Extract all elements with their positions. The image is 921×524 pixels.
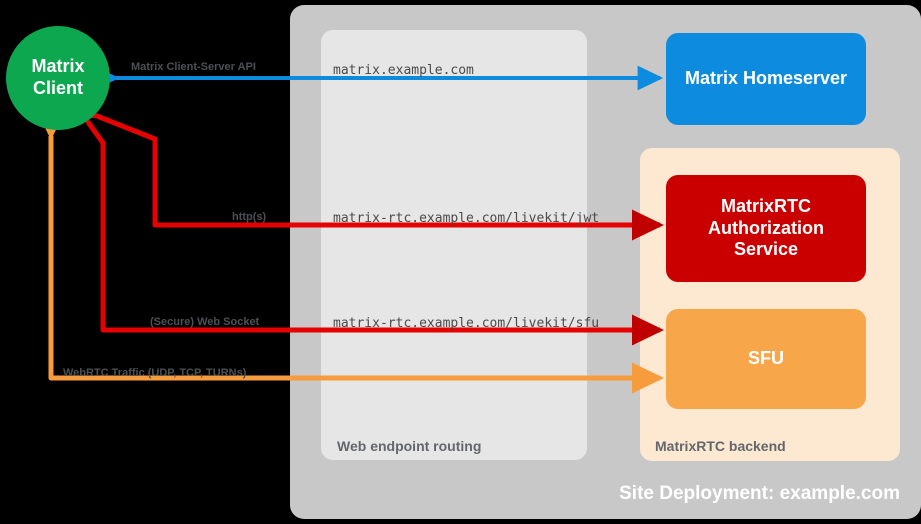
endpoint-url-matrix: matrix.example.com — [333, 63, 474, 78]
node-matrix-client-label-line2: Client — [32, 78, 83, 98]
node-auth-label-line3: Service — [733, 239, 799, 260]
caption-site-deployment: Site Deployment: example.com — [619, 483, 900, 504]
node-auth-label-line1: MatrixRTC — [720, 195, 811, 216]
caption-matrixrtc-backend: MatrixRTC backend — [655, 438, 786, 454]
node-matrix-homeserver-label: Matrix Homeserver — [684, 68, 848, 89]
node-auth-label-line2: Authorization — [708, 217, 824, 238]
node-sfu-label: SFU — [748, 348, 784, 369]
node-matrix-homeserver[interactable]: Matrix Homeserver — [666, 33, 866, 125]
edge-label-http: http(s) — [232, 211, 267, 223]
endpoint-url-livekit-sfu: matrix-rtc.example.com/livekit/sfu — [333, 316, 600, 331]
caption-web-endpoint-routing: Web endpoint routing — [337, 438, 482, 454]
edge-label-webrtc-traffic: WebRTC Traffic (UDP, TCP, TURNs) — [63, 367, 247, 379]
node-matrixrtc-authorization-service[interactable]: MatrixRTC Authorization Service — [666, 175, 866, 282]
edge-jwt-http — [65, 91, 665, 241]
node-matrix-client[interactable]: Matrix Client — [6, 26, 110, 130]
endpoint-url-livekit-jwt: matrix-rtc.example.com/livekit/jwt — [333, 211, 600, 226]
edge-label-client-server-api: Matrix Client-Server API — [131, 61, 256, 73]
edge-label-web-socket: (Secure) Web Socket — [150, 316, 260, 328]
node-matrix-client-label-line1: Matrix — [31, 56, 85, 77]
node-sfu[interactable]: SFU — [666, 309, 866, 409]
edge-webrtc-media — [35, 108, 665, 394]
